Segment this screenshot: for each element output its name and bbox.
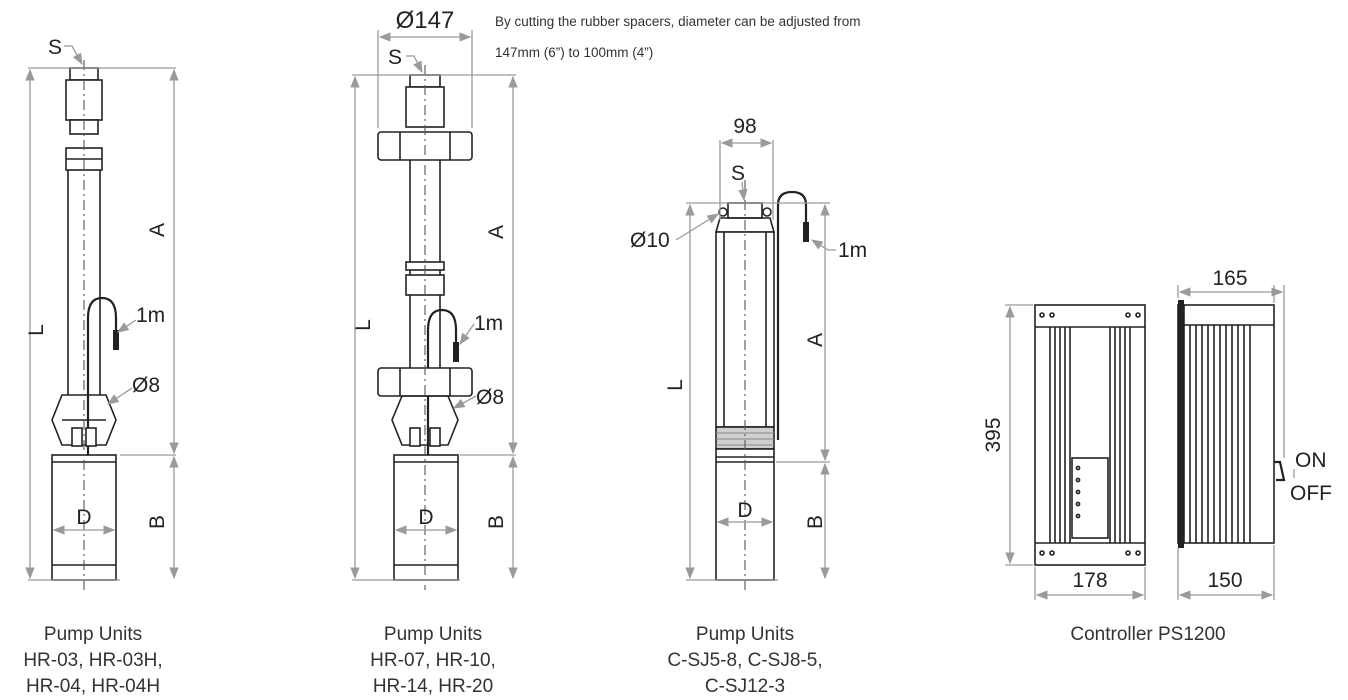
pump1-caption-line-3: HR-04, HR-04H [26, 676, 160, 697]
pump3-label-s: S [731, 162, 745, 185]
pump1-label-a: A [146, 223, 169, 237]
spacer-note-line-2: 147mm (6”) to 100mm (4”) [495, 45, 653, 60]
pump1-label-cable: 1m [136, 304, 165, 327]
pump1-label-d: D [76, 506, 91, 529]
pump1-label-b: B [146, 515, 169, 529]
pump2-label-s: S [388, 46, 402, 69]
pump-unit-3-drawing [675, 138, 836, 590]
pump3-label-b: B [804, 515, 827, 529]
controller-side-view [1177, 285, 1295, 600]
controller-label-depth-bottom: 150 [1207, 569, 1242, 592]
controller-label-depth-top: 165 [1212, 267, 1247, 290]
pump2-caption-line-1: Pump Units [384, 624, 482, 645]
pump2-label-b: B [485, 515, 508, 529]
pump3-label-d: D [737, 499, 752, 522]
pump-unit-1-drawing [25, 45, 179, 590]
pump1-label-l: L [25, 324, 48, 336]
pump3-caption-line-2: C-SJ5-8, C-SJ8-5, [667, 650, 822, 671]
pump1-caption-line-2: HR-03, HR-03H, [23, 650, 162, 671]
pump1-label-rope: Ø8 [132, 374, 160, 397]
controller-front-view [1005, 304, 1146, 600]
pump3-label-hole: Ø10 [630, 229, 670, 252]
pump3-caption-line-1: Pump Units [696, 624, 794, 645]
pump3-label-cable: 1m [838, 239, 867, 262]
pump1-label-s: S [48, 36, 62, 59]
pump-unit-2-drawing [350, 30, 518, 590]
controller-label-height: 395 [982, 417, 1005, 452]
pump2-label-a: A [485, 225, 508, 239]
pump3-caption-line-3: C-SJ12-3 [705, 676, 785, 697]
pump3-label-a: A [804, 333, 827, 347]
pump2-label-rope: Ø8 [476, 386, 504, 409]
pump3-label-width: 98 [733, 115, 756, 138]
controller-label-off: OFF [1290, 482, 1332, 505]
controller-label-on: ON [1295, 449, 1327, 472]
pump2-label-cable: 1m [474, 312, 503, 335]
controller-caption: Controller PS1200 [1070, 624, 1225, 645]
spacer-note-line-1: By cutting the rubber spacers, diameter … [495, 14, 860, 29]
pump2-caption-line-3: HR-14, HR-20 [373, 676, 493, 697]
pump1-caption-line-1: Pump Units [44, 624, 142, 645]
pump2-label-l: L [352, 319, 375, 331]
pump2-caption-line-2: HR-07, HR-10, [370, 650, 496, 671]
controller-label-width-front: 178 [1072, 569, 1107, 592]
pump3-label-l: L [664, 379, 687, 391]
pump2-label-d: D [418, 506, 433, 529]
pump2-label-diameter: Ø147 [396, 7, 455, 34]
